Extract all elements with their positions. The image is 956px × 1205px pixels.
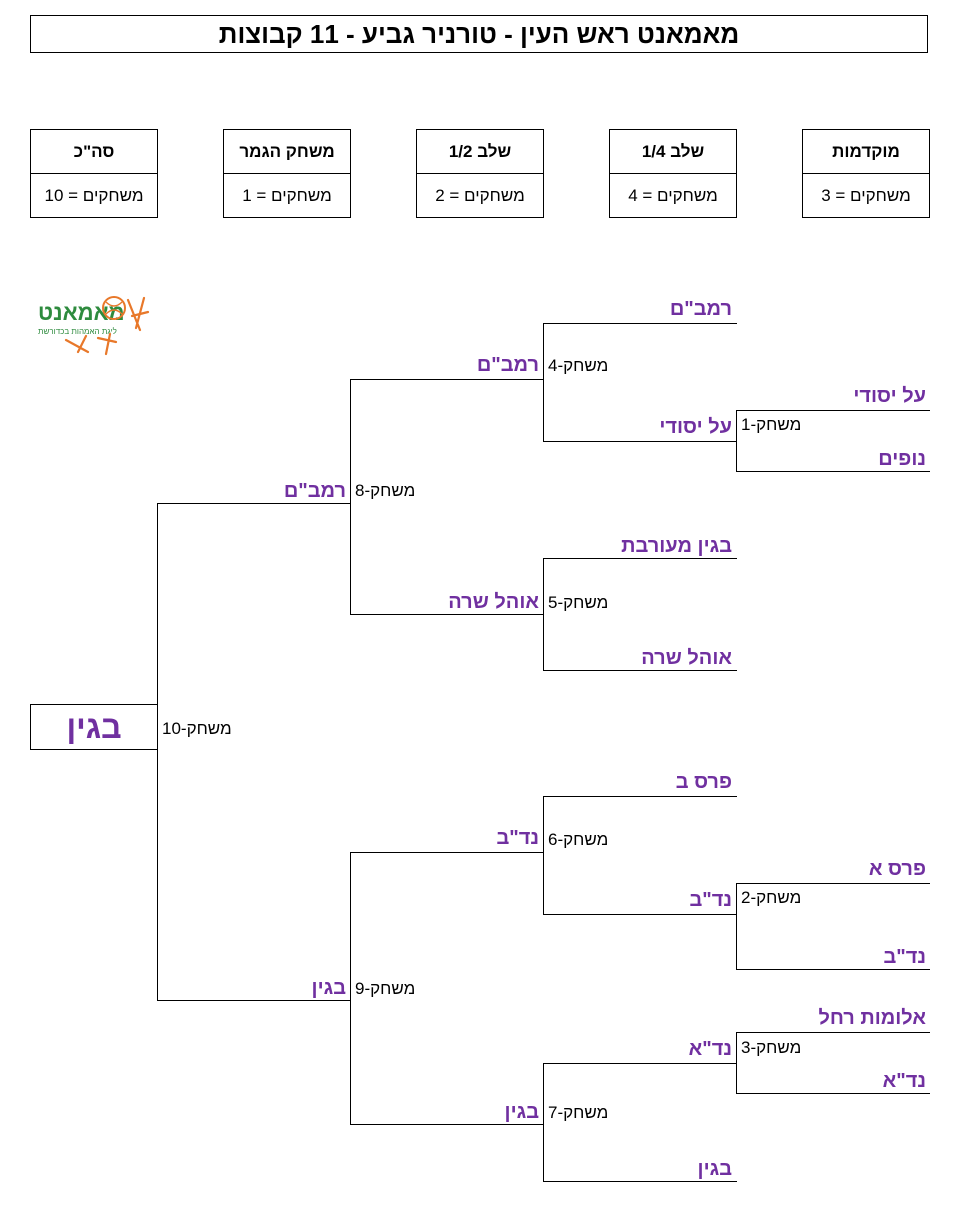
mamanet-logo: מאמאנט ליגת האמהות בכדורשת bbox=[38, 296, 150, 356]
game-label-9: משחק-9 bbox=[355, 979, 416, 998]
team-slot-g5-a: בגין מעורבת bbox=[621, 535, 732, 557]
team-slot-g9-a: נד"ב bbox=[496, 827, 539, 849]
stage-count: משחקים = 10 bbox=[44, 185, 144, 205]
stage-box-quarter: שלב 1/4 משחקים = 4 bbox=[609, 129, 737, 218]
team-slot-g3-b: נד"א bbox=[882, 1070, 926, 1092]
stage-count: משחקים = 1 bbox=[242, 185, 332, 205]
team-slot-g6-a: פרס ב bbox=[675, 771, 732, 793]
stage-count: משחקים = 4 bbox=[628, 185, 718, 205]
team-slot-g2-b: נד"ב bbox=[883, 946, 926, 968]
game-label-7: משחק-7 bbox=[548, 1103, 609, 1122]
game-label-2: משחק-2 bbox=[741, 888, 802, 907]
stage-count: משחקים = 2 bbox=[435, 185, 525, 205]
team-slot-g10-a: רמב"ם bbox=[283, 480, 346, 502]
team-slot-g1-a: על יסודי bbox=[853, 385, 926, 407]
team-slot-g7-a: נד"א bbox=[688, 1038, 732, 1060]
team-slot-g7-b: בגין bbox=[697, 1158, 732, 1180]
stage-name: שלב 1/4 bbox=[610, 130, 736, 174]
stage-box-prelim: מוקדמות משחקים = 3 bbox=[802, 129, 930, 218]
team-slot-g4-a: רמב"ם bbox=[669, 298, 732, 320]
stage-name: סה"כ bbox=[31, 130, 157, 174]
ball-icon bbox=[102, 296, 126, 320]
stage-name: מוקדמות bbox=[803, 130, 929, 174]
stage-name: משחק הגמר bbox=[224, 130, 350, 174]
team-slot-g5-b: אוהל שרה bbox=[641, 647, 732, 669]
stage-count: משחקים = 3 bbox=[821, 185, 911, 205]
stage-box-final: משחק הגמר משחקים = 1 bbox=[223, 129, 351, 218]
stage-name: שלב 1/2 bbox=[417, 130, 543, 174]
game-label-1: משחק-1 bbox=[741, 415, 802, 434]
game-label-5: משחק-5 bbox=[548, 593, 609, 612]
team-slot-g2-a: פרס א bbox=[868, 858, 926, 880]
game-label-4: משחק-4 bbox=[548, 356, 609, 375]
players-icon bbox=[64, 296, 150, 356]
logo-text: מאמאנט bbox=[38, 300, 125, 325]
team-slot-g8-b: אוהל שרה bbox=[448, 591, 539, 613]
page-title: מאמאנט ראש העין - טורניר גביע - 11 קבוצו… bbox=[30, 15, 928, 53]
team-slot-g8-a: רמב"ם bbox=[476, 354, 539, 376]
team-slot-g9-b: בגין bbox=[504, 1101, 539, 1123]
team-slot-g3-a: אלומות רחל bbox=[818, 1007, 926, 1029]
game-label-10: משחק-10 bbox=[162, 719, 232, 738]
logo-subtext: ליגת האמהות בכדורשת bbox=[38, 327, 117, 336]
game-label-3: משחק-3 bbox=[741, 1038, 802, 1057]
stage-box-total: סה"כ משחקים = 10 bbox=[30, 129, 158, 218]
game-label-6: משחק-6 bbox=[548, 830, 609, 849]
game-label-8: משחק-8 bbox=[355, 481, 416, 500]
stage-box-semi: שלב 1/2 משחקים = 2 bbox=[416, 129, 544, 218]
team-slot-g4-b: על יסודי bbox=[659, 416, 732, 438]
team-slot-g1-b: נופים bbox=[878, 448, 926, 470]
team-slot-g6-b: נד"ב bbox=[689, 889, 732, 911]
team-slot-g10-b: בגין bbox=[311, 977, 346, 999]
champion-box: בגין bbox=[30, 704, 158, 750]
